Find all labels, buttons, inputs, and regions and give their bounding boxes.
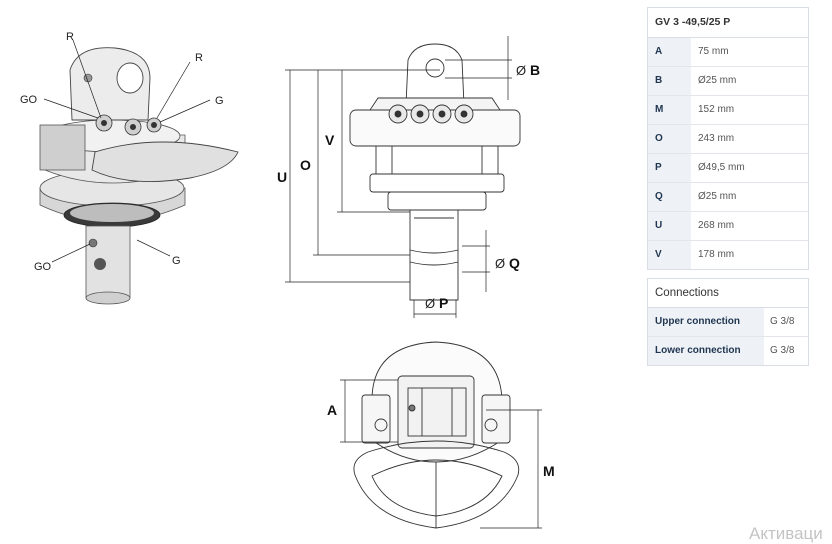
dim-a: A [327,402,337,418]
spec-key: M [648,96,691,124]
dim-o: O [300,157,311,173]
spec-value: 268 mm [698,220,735,231]
spec-value: 178 mm [698,249,735,260]
spec-key: B [648,67,691,95]
spec-table-title: GV 3 -49,5/25 P [648,8,808,38]
dim-m: M [543,463,555,479]
spec-value: 243 mm [698,133,735,144]
callout-g-top: G [215,95,224,107]
rotator-drawing: R R GO G GO G [20,31,555,529]
spec-row: M 152 mm [648,96,808,125]
spec-key: P [648,154,691,182]
top-view [340,341,542,529]
spec-key: U [648,212,691,240]
spec-row: B Ø25 mm [648,67,808,96]
spec-value: Ø49,5 mm [698,162,745,173]
spec-table: GV 3 -49,5/25 P A 75 mm B Ø25 mm M 152 mm O… [647,7,809,270]
dim-b: B [530,62,540,78]
callout-go-top: GO [20,94,38,106]
spec-row: V 178 mm [648,241,808,269]
spec-row: A 75 mm [648,38,808,67]
connection-value: G 3/8 [770,316,795,327]
connection-key: Lower connection [648,337,764,365]
connections-table: Connections Upper connection G 3/8 Lower … [647,278,809,366]
spec-key: A [648,38,691,66]
spec-key: Q [648,183,691,211]
isometric-view: R R GO G GO G [20,31,239,305]
callout-r-left: R [66,31,74,43]
side-view [285,36,521,318]
spec-value: Ø25 mm [698,191,737,202]
spec-row: O 243 mm [648,125,808,154]
connection-key: Upper connection [648,308,764,336]
diameter-symbol-q: Ø [495,256,505,271]
spec-row: Q Ø25 mm [648,183,808,212]
callout-r-right: R [195,52,203,64]
callout-go-bottom: GO [34,261,52,273]
spec-key: V [648,241,691,269]
diameter-symbol-p: Ø [425,296,435,311]
spec-row: P Ø49,5 mm [648,154,808,183]
spec-value: 152 mm [698,104,735,115]
spec-value: Ø25 mm [698,75,737,86]
dim-p: P [439,295,448,311]
spec-row: U 268 mm [648,212,808,241]
callout-g-bottom: G [172,255,181,267]
spec-key: O [648,125,691,153]
connection-row: Lower connection G 3/8 [648,337,808,365]
spec-value: 75 mm [698,46,729,57]
dim-q: Q [509,255,520,271]
connection-row: Upper connection G 3/8 [648,308,808,337]
diameter-symbol-b: Ø [516,63,526,78]
connections-title: Connections [648,279,808,308]
activation-watermark: Активаци [749,524,823,543]
connection-value: G 3/8 [770,345,795,356]
dim-v: V [325,132,335,148]
dim-u: U [277,169,287,185]
